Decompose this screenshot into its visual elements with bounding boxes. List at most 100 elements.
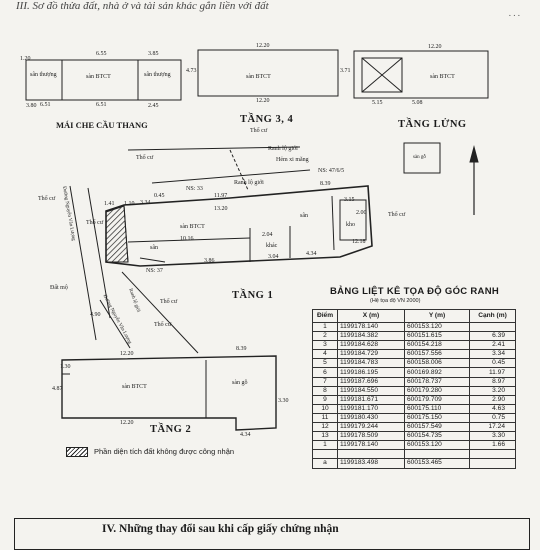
tang2-outline xyxy=(61,355,277,431)
tl-san-btct: sàn BTCT xyxy=(430,74,455,80)
cell-canh: 0.45 xyxy=(469,358,516,369)
cell-x: 1199181.170 xyxy=(337,403,405,414)
t1-thu-cu-upper: Thổ cư xyxy=(136,155,154,161)
mc-san-btct: sàn BTCT xyxy=(86,74,111,80)
cell-x: 1199178.140 xyxy=(337,321,405,333)
cell-canh: 3.34 xyxy=(469,349,516,360)
cell-canh: 8.97 xyxy=(469,376,516,387)
dim-tl-bot1: 5.15 xyxy=(372,100,383,106)
cell-x: 1199183.498 xyxy=(337,458,405,469)
cell-y: 600178.737 xyxy=(404,376,470,387)
tang1-parcel xyxy=(105,185,373,267)
cell-canh xyxy=(469,321,516,333)
cell-diem: 9 xyxy=(312,394,338,405)
cell-diem: 5 xyxy=(312,358,338,369)
stair-san-go: sàn gỗ xyxy=(413,155,426,160)
cell-canh: 4.63 xyxy=(469,403,516,414)
hatch-swatch-icon xyxy=(66,447,88,458)
dim-t1-204: 2.04 xyxy=(262,232,273,238)
dim-t1-434: 4.34 xyxy=(306,251,317,257)
cell-canh: 1.66 xyxy=(469,440,516,451)
t1-kho: kho xyxy=(346,222,355,228)
t1-san-2: sân xyxy=(150,245,158,251)
dim-t1-839: 8.39 xyxy=(320,181,331,187)
cell-x: 1199181.671 xyxy=(337,394,405,405)
t1-thu-cu-right: Thổ cư xyxy=(388,212,406,218)
dim-t2-434: 4.34 xyxy=(240,432,251,438)
coord-table-subtitle: (Hệ tọa độ VN 2000) xyxy=(370,298,421,304)
cell-x: 1199184.628 xyxy=(337,340,405,351)
dim-t34-top: 12.20 xyxy=(256,43,270,49)
dim-mc-bot0: 3.80 xyxy=(26,103,37,109)
tang34-title: TẦNG 3, 4 xyxy=(240,114,294,125)
tang2-title: TẦNG 2 xyxy=(150,424,192,435)
cell-y: 600154.735 xyxy=(404,431,470,442)
cell-canh: 0.75 xyxy=(469,412,516,424)
ranh-lo-gioi-top: Ranh lộ giới xyxy=(268,146,298,152)
dim-t1-1016: 10.16 xyxy=(180,236,194,242)
dim-t1-1197: 11.97 xyxy=(214,193,228,199)
mc-san-thuong-left: sân thượng xyxy=(30,72,57,78)
dim-mc-top: 6.55 xyxy=(96,51,107,57)
t1-thu-cu-bottom2: Thổ cư xyxy=(154,322,172,328)
ns-47-5: NS: 47/6/5 xyxy=(318,168,345,174)
cell-diem: 3 xyxy=(312,340,338,351)
cell-canh: 11.97 xyxy=(469,367,516,378)
cell-x: 1199186.195 xyxy=(337,367,405,378)
dim-mc-top2: 3.85 xyxy=(148,51,159,57)
coord-table-title: BẢNG LIỆT KÊ TỌA ĐỘ GÓC RANH xyxy=(330,286,500,297)
cell-y: 600151.615 xyxy=(404,331,470,342)
cell-y: 600153.465 xyxy=(404,458,470,469)
dim-tl-bot2: 5.08 xyxy=(412,100,423,106)
cell-diem: 7 xyxy=(312,376,338,387)
dim-t1-530: Thổ cư xyxy=(86,220,104,226)
cell-x: 1199178.140 xyxy=(337,440,405,451)
corner-marks: . . . xyxy=(508,8,520,18)
dim-t2-839: 8.39 xyxy=(236,346,247,352)
cell-diem: 4 xyxy=(312,349,338,360)
cell-y: 600179.280 xyxy=(404,385,470,396)
cell-x: 1199184.729 xyxy=(337,349,405,360)
cell-x xyxy=(337,449,405,460)
cell-diem: 2 xyxy=(312,331,338,342)
cell-diem: a xyxy=(312,458,338,469)
stair-detail xyxy=(403,142,441,174)
cell-x: 1199180.430 xyxy=(337,412,405,424)
t2-san-go: sàn gỗ xyxy=(232,380,248,386)
cell-diem: 1 xyxy=(312,440,338,451)
cell-diem: 10 xyxy=(312,403,338,414)
cell-canh: 3.30 xyxy=(469,431,516,442)
dim-mc-bot2: 6.51 xyxy=(96,102,107,108)
cell-y: 600154.218 xyxy=(404,340,470,351)
dim-t1-334: 3.34 xyxy=(140,200,151,206)
t1-thu-cu-top: Thổ cư xyxy=(250,128,268,134)
cell-x: 1199184.382 xyxy=(337,331,405,342)
dim-t1-386: 3.86 xyxy=(204,258,215,264)
dim-t1-1320: 13.20 xyxy=(214,206,228,212)
section-title: III. Sơ đồ thửa đất, nhà ở và tài sản kh… xyxy=(16,0,269,12)
t1-san: sân xyxy=(300,213,308,219)
cell-y: 600157.556 xyxy=(404,349,470,360)
cell-x: 1199184.783 xyxy=(337,358,405,369)
dim-t34-bot: 12.20 xyxy=(256,98,270,104)
cell-y: 600179.709 xyxy=(404,394,470,405)
cell-y: 600175.150 xyxy=(404,412,470,424)
mai-che-title: MÁI CHE CẦU THANG xyxy=(56,120,148,130)
cell-diem: 8 xyxy=(312,385,338,396)
dim-t2-330: 3.30 xyxy=(278,398,289,404)
col-canh: Cạnh (m) xyxy=(469,309,516,323)
cell-y: 600153.120 xyxy=(404,321,470,333)
dim-t2-130: 1.30 xyxy=(60,364,71,370)
